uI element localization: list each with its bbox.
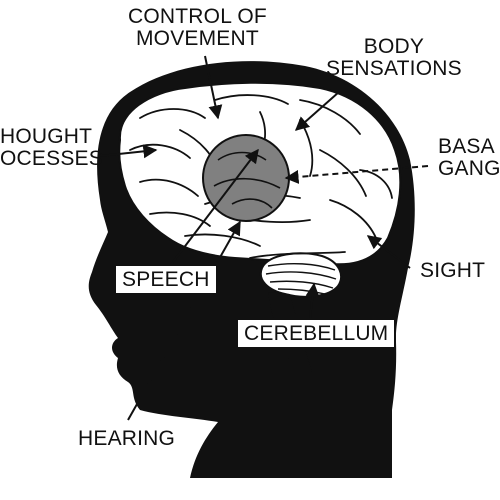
label-basal-ganglia: BASA GANG [438,136,500,180]
pointer-thought-processes [99,144,158,159]
cerebellum-folds [265,263,337,295]
pointer-control-of-movement [204,55,223,120]
pointer-lines [99,55,429,421]
label-control-of-movement: CONTROL OF MOVEMENT [128,6,267,50]
pointer-basal-ganglia [284,165,429,184]
label-thought-processes-line-1: HOUGHT [0,125,93,148]
label-speech: SPEECH [114,264,218,295]
label-sight: SIGHT [420,259,486,282]
pointer-hearing [127,220,241,421]
label-body-sensations: BODY SENSATIONS [326,36,462,80]
pointer-speech [169,148,259,267]
pointer-body-sensations [294,83,349,131]
basal-ganglia-folds [213,151,281,209]
label-control-of-movement-line-2: MOVEMENT [135,27,259,50]
label-cerebellum: CEREBELLUM [236,318,397,349]
pointer-cerebellum [305,282,320,319]
label-hearing: HEARING [78,427,176,450]
label-basal-ganglia-line-1: BASA [438,135,495,158]
label-thought-processes: HOUGHT OCESSES [0,126,103,170]
label-basal-ganglia-line-2: GANG [438,157,500,180]
label-thought-processes-line-2: OCESSES [0,147,103,170]
label-control-of-movement-line-1: CONTROL OF [128,5,267,28]
label-body-sensations-line-1: BODY [363,35,425,58]
label-body-sensations-line-2: SENSATIONS [326,57,462,80]
pointer-sight [366,235,411,269]
